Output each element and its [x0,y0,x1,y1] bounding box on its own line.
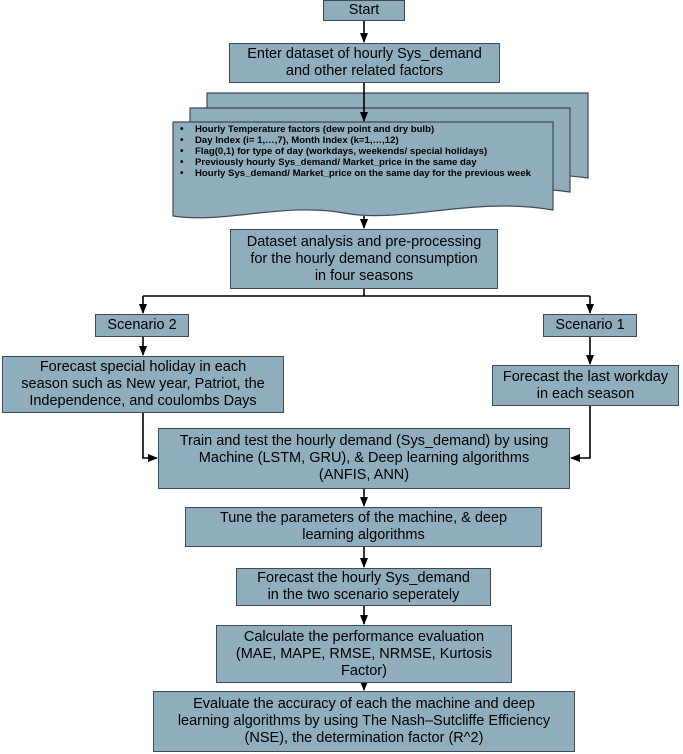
scenario1-box: Scenario 1 [543,314,637,337]
scenario2-label: Scenario 2 [107,317,177,333]
forecast-hourly-box: Forecast the hourly Sys_demand in the tw… [236,568,491,606]
forecast-workday-label: Forecast the last workday in each season [502,368,669,402]
connectors [139,20,594,691]
arrow-workday-to-train [570,405,591,462]
factor-item: Previously hourly Sys_demand/ Market_pri… [178,157,550,168]
factor-item: Hourly Sys_demand/ Market_price on the s… [178,168,550,179]
train-test-label: Train and test the hourly demand (Sys_de… [179,433,549,483]
start-label: Start [348,2,380,18]
scenario1-label: Scenario 1 [555,317,625,333]
forecast-holiday-box: Forecast special holiday in each season … [2,356,284,413]
enter-dataset-label: Enter dataset of hourly Sys_demand and o… [247,46,482,79]
evaluate-label: Evaluate the accuracy of each the machin… [177,696,551,746]
factor-item: Hourly Temperature factors (dew point an… [178,124,550,135]
forecast-holiday-label: Forecast special holiday in each season … [21,359,265,409]
performance-label: Calculate the performance evaluation (MA… [235,628,493,679]
evaluate-box: Evaluate the accuracy of each the machin… [153,691,575,752]
enter-dataset-box: Enter dataset of hourly Sys_demand and o… [229,43,500,83]
arrow-holiday-to-train [142,412,158,462]
performance-box: Calculate the performance evaluation (MA… [216,625,512,683]
tune-label: Tune the parameters of the machine, & de… [219,510,508,543]
tune-box: Tune the parameters of the machine, & de… [185,507,542,547]
start-box: Start [323,0,405,21]
factor-item: Flag(0,1) for type of day (workdays, wee… [178,146,550,157]
forecast-workday-box: Forecast the last workday in each season [492,365,679,406]
analysis-label: Dataset analysis and pre-processing for … [246,233,482,284]
factor-item: Day Index (i= 1,…,7), Month Index (k=1,…… [178,135,550,146]
analysis-box: Dataset analysis and pre-processing for … [230,229,498,289]
forecast-hourly-label: Forecast the hourly Sys_demand in the tw… [257,570,470,603]
input-factors-list: Hourly Temperature factors (dew point an… [178,124,550,179]
train-test-box: Train and test the hourly demand (Sys_de… [158,428,570,489]
scenario2-box: Scenario 2 [95,314,189,337]
